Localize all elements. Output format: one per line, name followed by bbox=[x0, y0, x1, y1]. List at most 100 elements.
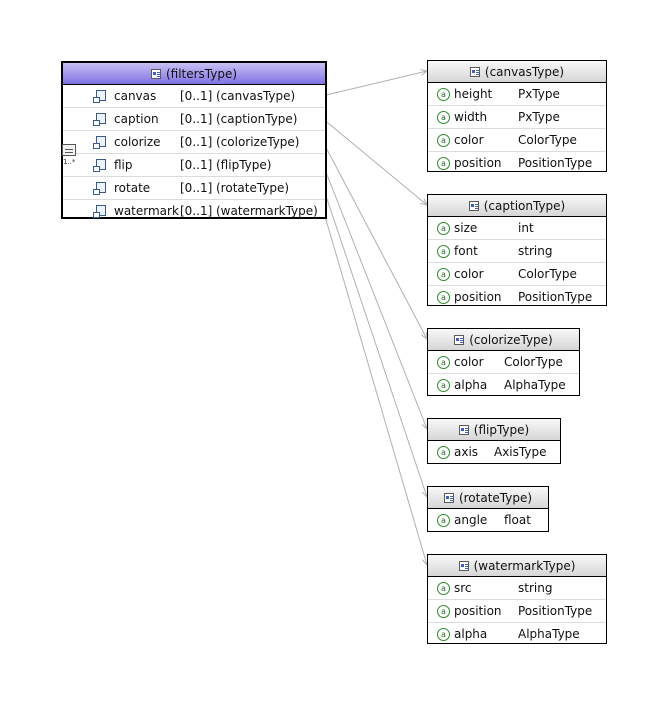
element-type: (colorizeType) bbox=[216, 135, 300, 149]
attribute-type: int bbox=[518, 221, 534, 235]
element-icon bbox=[93, 113, 106, 126]
type-title: (colorizeType) bbox=[469, 332, 553, 347]
element-name: colorize bbox=[114, 135, 161, 149]
filters-type-box[interactable]: (filtersType) canvas[0..1](canvasType)ca… bbox=[61, 61, 327, 219]
attribute-name: height bbox=[454, 87, 493, 101]
type-title: (captionType) bbox=[483, 198, 566, 213]
element-type: (captionType) bbox=[216, 112, 298, 126]
type-header: (captionType) bbox=[428, 195, 606, 217]
connector-line bbox=[321, 183, 428, 498]
type-header: (colorizeType) bbox=[428, 329, 579, 351]
attribute-icon: a bbox=[437, 355, 450, 369]
type-title: (watermarkType) bbox=[473, 558, 576, 573]
attribute-type: PositionType bbox=[518, 290, 593, 304]
element-type: (flipType) bbox=[216, 158, 272, 172]
element-row-5[interactable]: watermark[0..1](watermarkType) bbox=[63, 200, 325, 222]
attribute-name: angle bbox=[454, 513, 488, 527]
element-name: flip bbox=[114, 158, 133, 172]
type-title: (flipType) bbox=[473, 422, 530, 437]
attribute-name: size bbox=[454, 221, 478, 235]
element-row-4[interactable]: rotate[0..1](rotateType) bbox=[63, 177, 325, 200]
element-icon bbox=[93, 136, 106, 149]
attribute-icon: a bbox=[437, 110, 450, 124]
attribute-type: PxType bbox=[518, 87, 560, 101]
attribute-type: string bbox=[518, 581, 553, 595]
attribute-type: PxType bbox=[518, 110, 560, 124]
connector-line bbox=[321, 70, 428, 97]
element-cardinality: [0..1] bbox=[180, 135, 213, 149]
attribute-name: position bbox=[454, 290, 502, 304]
attribute-icon: a bbox=[437, 244, 450, 258]
connector-line bbox=[321, 161, 428, 430]
element-cardinality: [0..1] bbox=[180, 112, 213, 126]
attribute-type: string bbox=[518, 244, 553, 258]
attribute-name: alpha bbox=[454, 627, 488, 641]
filters-type-title: (filtersType) bbox=[165, 66, 238, 81]
element-row-0[interactable]: canvas[0..1](canvasType) bbox=[63, 85, 325, 108]
connector-line bbox=[321, 117, 428, 206]
element-name: caption bbox=[114, 112, 159, 126]
attribute-row[interactable]: a position PositionType bbox=[428, 600, 606, 623]
attribute-icon: a bbox=[437, 290, 450, 304]
element-icon bbox=[93, 205, 106, 218]
attribute-type: ColorType bbox=[518, 133, 577, 147]
sequence-multiplicity: 1..* bbox=[63, 158, 76, 166]
type-title: (rotateType) bbox=[458, 490, 533, 505]
complex-type-icon bbox=[458, 424, 469, 435]
element-name: canvas bbox=[114, 89, 157, 103]
complex-type-icon bbox=[443, 492, 454, 503]
element-icon bbox=[93, 159, 106, 172]
element-cardinality: [0..1] bbox=[180, 181, 213, 195]
sequence-icon bbox=[62, 144, 76, 156]
attribute-name: position bbox=[454, 604, 502, 618]
attribute-name: color bbox=[454, 267, 484, 281]
filters-type-header: (filtersType) bbox=[63, 63, 325, 85]
attribute-icon: a bbox=[437, 87, 450, 101]
attribute-name: color bbox=[454, 133, 484, 147]
element-type: (watermarkType) bbox=[216, 204, 318, 218]
attribute-type: PositionType bbox=[518, 604, 593, 618]
attribute-type: ColorType bbox=[518, 267, 577, 281]
element-row-1[interactable]: caption [0..1](captionType) bbox=[63, 108, 325, 131]
type-header: (canvasType) bbox=[428, 61, 606, 83]
element-cardinality: [0..1] bbox=[180, 204, 213, 218]
attribute-icon: a bbox=[437, 604, 450, 618]
element-row-3[interactable]: flip [0..1](flipType) bbox=[63, 154, 325, 177]
connector-line bbox=[321, 139, 428, 340]
attribute-icon: a bbox=[437, 445, 450, 459]
type-header: (rotateType) bbox=[428, 487, 548, 509]
complex-type-icon bbox=[469, 66, 480, 77]
complex-type-icon bbox=[458, 560, 469, 571]
attribute-icon: a bbox=[437, 221, 450, 235]
complex-type-icon bbox=[468, 200, 479, 211]
element-row-2[interactable]: colorize [0..1](colorizeType) bbox=[63, 131, 325, 154]
attribute-row[interactable]: a position PositionType bbox=[428, 286, 606, 308]
element-icon bbox=[93, 90, 106, 103]
connector-line bbox=[321, 205, 428, 566]
attribute-name: src bbox=[454, 581, 472, 595]
attribute-type: ColorType bbox=[504, 355, 563, 369]
element-cardinality: [0..1] bbox=[180, 158, 213, 172]
attribute-type: PositionType bbox=[518, 156, 593, 170]
attribute-type: AlphaType bbox=[504, 378, 566, 392]
type-header: (watermarkType) bbox=[428, 555, 606, 577]
